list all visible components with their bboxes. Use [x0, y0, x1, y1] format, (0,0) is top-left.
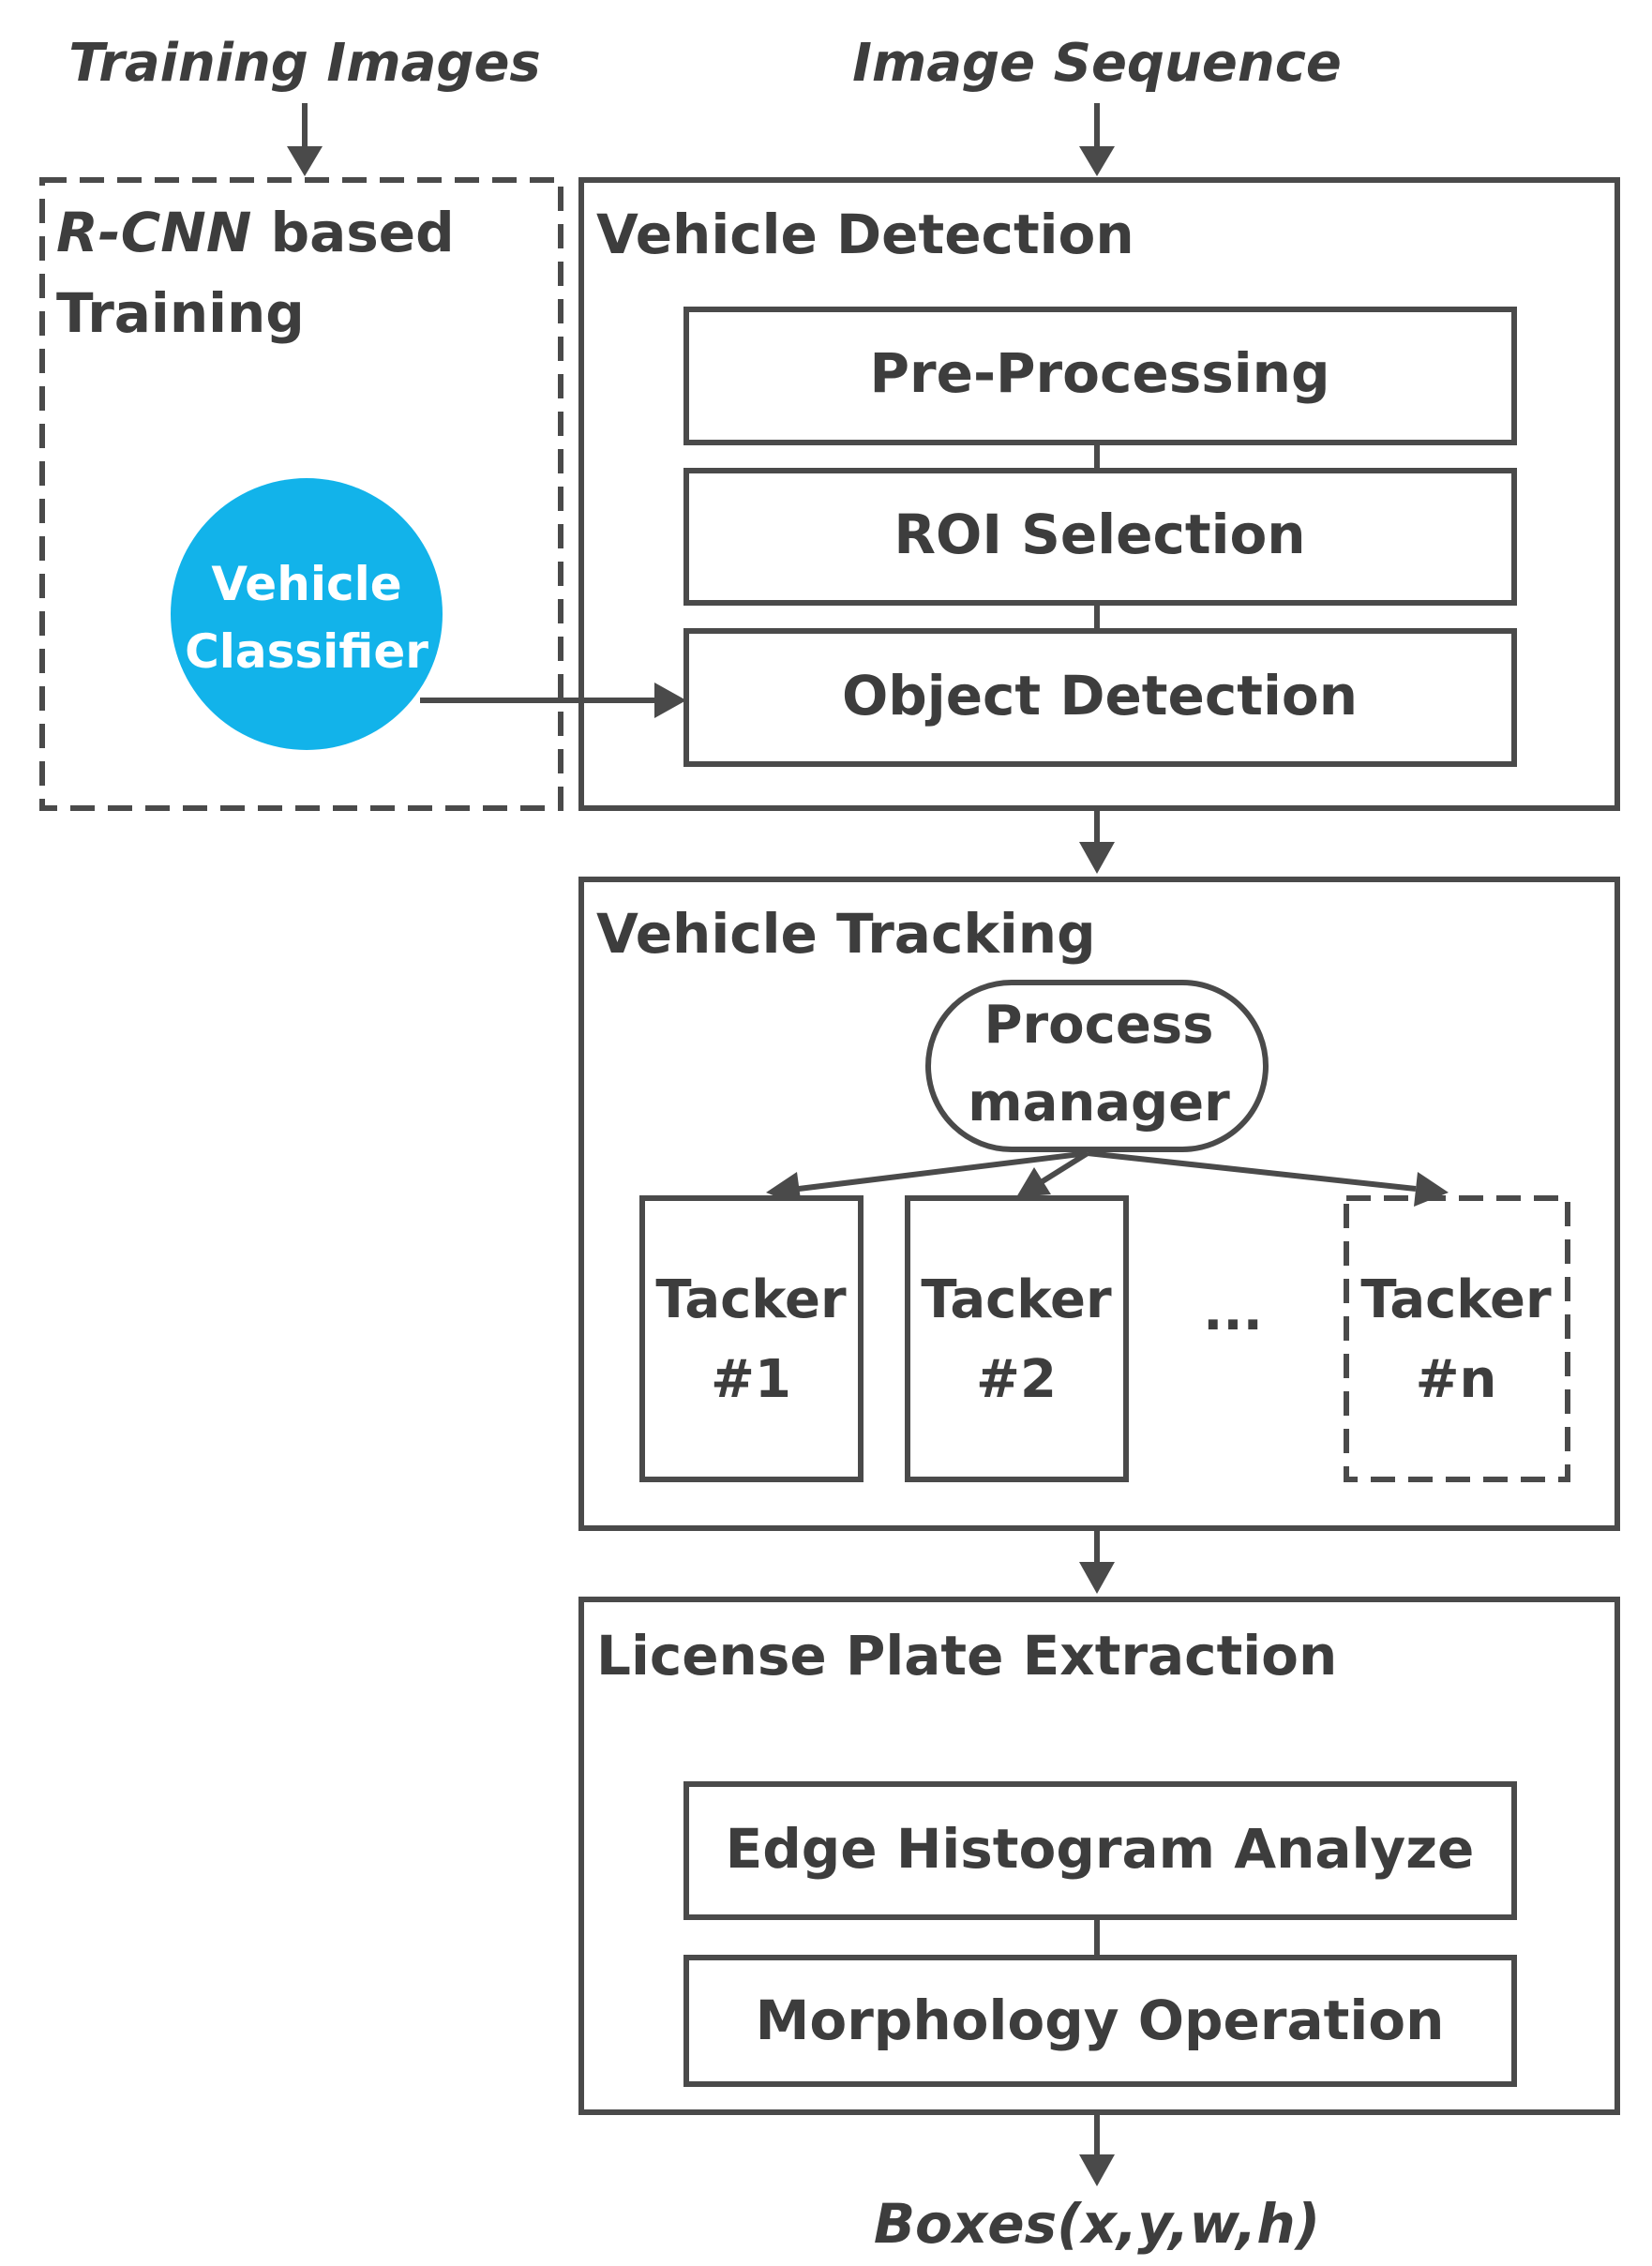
process-manager-node [925, 980, 1269, 1152]
extraction-to-output-arrow [1079, 2115, 1115, 2186]
license-plate-extraction-panel [578, 1597, 1620, 2115]
image-sequence-arrow [1079, 103, 1115, 176]
vehicle-tracking-title: Vehicle Tracking [596, 902, 1096, 966]
process-manager-label-line2: manager [968, 1073, 1230, 1133]
based-label: based [251, 201, 454, 264]
trackers-ellipsis: ... [1203, 1282, 1263, 1343]
tracker-1-label-line2: #1 [711, 1349, 791, 1410]
image-sequence-label: Image Sequence [852, 33, 1342, 94]
training-images-arrow [287, 103, 323, 176]
rcnn-label: R-CNN [56, 201, 251, 264]
detection-to-tracking-arrow [1079, 811, 1115, 874]
pre-processing-box [683, 307, 1517, 445]
tracker-2-box [905, 1195, 1129, 1482]
process-manager-label-line1: Process [984, 995, 1214, 1056]
tracker-1-box [639, 1195, 864, 1482]
tracker-n-box [1344, 1195, 1570, 1482]
object-detection-box [683, 628, 1517, 767]
training-panel [39, 177, 563, 811]
tracker-2-label-line1: Tacker [921, 1269, 1112, 1330]
object-detection-label: Object Detection [842, 664, 1358, 728]
roi-selection-label: ROI Selection [894, 503, 1305, 566]
tracker-n-label-line2: #n [1416, 1349, 1497, 1410]
training-images-label: Training Images [68, 33, 541, 94]
edge-histogram-label: Edge Histogram Analyze [726, 1817, 1475, 1881]
tracking-to-extraction-arrow [1079, 1531, 1115, 1594]
vehicle-detection-title: Vehicle Detection [596, 203, 1134, 266]
roi-selection-box [683, 468, 1517, 606]
vehicle-tracking-panel [578, 877, 1620, 1531]
training-panel-title: R-CNN based [56, 201, 455, 264]
tracker-1-label-line1: Tacker [655, 1269, 847, 1330]
tracker-n-label-line1: Tacker [1360, 1269, 1552, 1330]
training-panel-title-line2: Training [56, 281, 305, 345]
edge-histogram-box [683, 1781, 1517, 1920]
morphology-operation-box [683, 1955, 1517, 2087]
tracker-2-label-line2: #2 [976, 1349, 1057, 1410]
output-boxes-label: Boxes(x,y,w,h) [874, 2192, 1320, 2256]
classifier-to-detection-arrow [420, 683, 686, 718]
manager-to-tracker-2-arrow [1016, 1150, 1089, 1197]
morphology-operation-label: Morphology Operation [756, 1988, 1445, 2052]
license-plate-extraction-title: License Plate Extraction [596, 1624, 1337, 1688]
classifier-label-line2: Classifier [185, 624, 428, 679]
vehicle-detection-panel [578, 177, 1620, 811]
vehicle-classifier-node [171, 478, 443, 750]
pre-processing-label: Pre-Processing [870, 341, 1330, 405]
classifier-label-line1: Vehicle [211, 557, 401, 611]
